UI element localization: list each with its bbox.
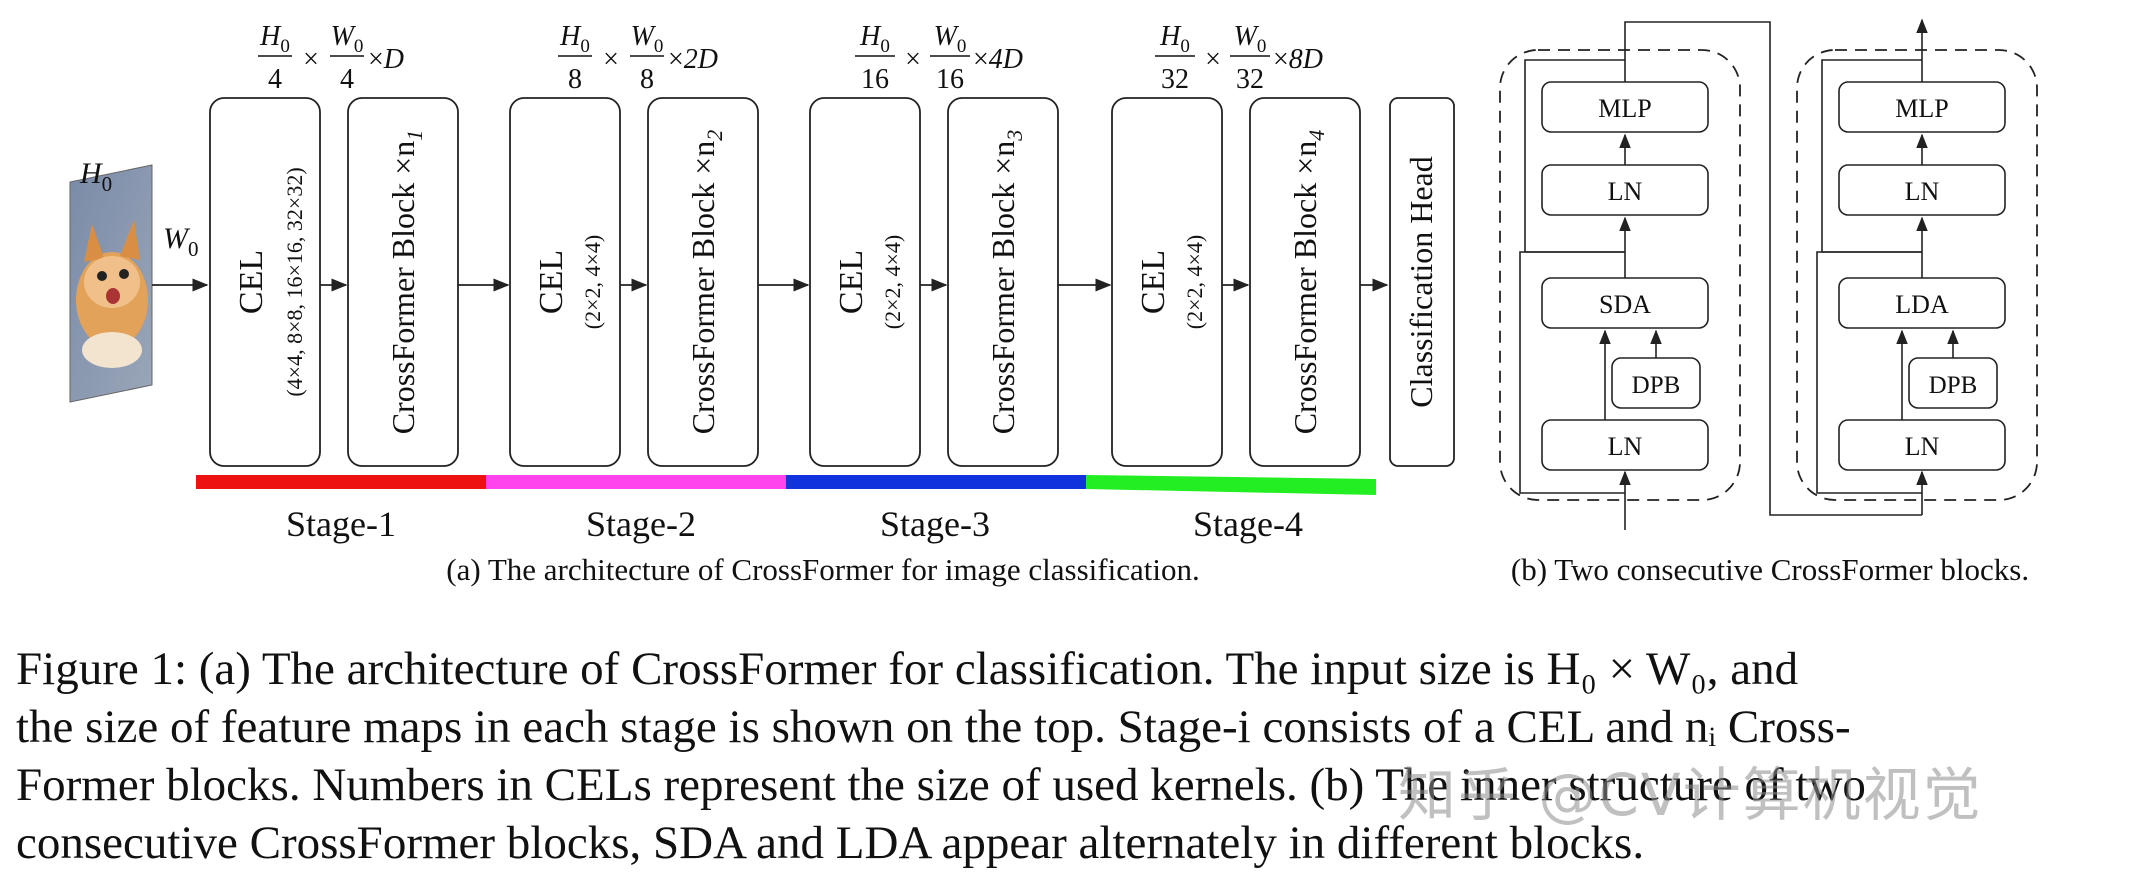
cat-photo-icon [69,164,153,403]
block-2-boundary [1796,49,2038,501]
ln-bottom-label: LN [1905,432,1940,461]
stage-3-bar [786,475,1086,489]
crossformer-block-lda: MLP LN LDA DPB LN [1796,18,2038,516]
size-w-symbol: W0 [1234,21,1267,57]
size-times: × [905,44,921,75]
cel-box [509,97,621,467]
cel-title: CEL [533,250,570,314]
figure-caption: Figure 1: (a) The architecture of CrossF… [16,640,2136,872]
size-h-symbol: H0 [859,21,890,57]
input-height-label: H0 [79,157,112,196]
size-h-denominator: 16 [861,64,889,95]
stage-1-bar [196,475,486,489]
size-channels: ×D [368,44,404,75]
crossformer-block-sda: MLP LN SDA DPB LN [1499,21,1820,530]
crossformer-block-box [647,97,759,467]
size-channels: ×4D [973,44,1023,75]
size-w-denominator: 8 [640,64,654,95]
cel-box [209,97,321,467]
size-label-stage-3: H0 16 × W0 16 ×4D [855,21,1023,95]
stage-1: CEL (4×4, 8×8, 16×16, 32×32) CrossFormer… [209,97,459,467]
subcaption-b: (b) Two consecutive CrossFormer blocks. [1511,552,2029,587]
crossformer-block-box [1249,97,1361,467]
cel-kernels: (2×2, 4×4) [1182,235,1207,329]
figure-canvas: H0 W0 H0 4 × W0 4 ×D H0 8 [69,18,2038,587]
crossformer-block-box [947,97,1059,467]
watermark: 知乎 @CV计算机视觉 [1398,761,1983,829]
cel-title: CEL [1135,250,1172,314]
stage-4-label: Stage-4 [1193,504,1303,544]
dpb-label: DPB [1632,372,1681,399]
input-width-label: W0 [163,222,199,261]
block-1-boundary [1499,49,1741,501]
lda-label: LDA [1895,290,1949,319]
dpb-label: DPB [1929,372,1978,399]
size-times: × [1205,44,1221,75]
ln-top-label: LN [1905,177,1940,206]
cel-title: CEL [833,250,870,314]
ln-top-label: LN [1608,177,1643,206]
size-label-stage-1: H0 4 × W0 4 ×D [258,21,404,95]
size-h-denominator: 4 [268,64,282,95]
crossformer-block-label: CrossFormer Block ×n2 [685,130,727,435]
classification-head-box [1389,97,1455,467]
sda-label: SDA [1599,290,1651,319]
size-w-denominator: 32 [1236,64,1264,95]
cel-kernels: (4×4, 8×8, 16×16, 32×32) [282,167,307,396]
size-w-symbol: W0 [934,21,967,57]
block-2-connections [1816,18,1959,516]
size-label-stage-4: H0 32 × W0 32 ×8D [1155,21,1323,95]
caption-line-4: consecutive CrossFormer blocks, SDA and … [16,817,1645,869]
stage-4: CEL (2×2, 4×4) CrossFormer Block ×n4 [1111,97,1361,467]
stage-4-bar [1086,475,1376,495]
size-channels: ×8D [1273,44,1323,75]
cel-box [1111,97,1223,467]
mlp-label: MLP [1598,94,1651,123]
stage-3-label: Stage-3 [880,504,990,544]
ln-bottom-label: LN [1608,432,1643,461]
ln-bottom-box [1838,419,2006,471]
size-h-symbol: H0 [259,21,290,57]
crossformer-block-box [347,97,459,467]
classification-head-label: Classification Head [1403,156,1439,407]
stage-bars [196,475,1376,495]
size-w-denominator: 4 [340,64,354,95]
architecture-diagram: H0 W0 H0 4 × W0 4 ×D H0 8 [69,21,1455,587]
caption-line-3: Former blocks. Numbers in CELs represent… [16,759,1866,811]
stage-2: CEL (2×2, 4×4) CrossFormer Block ×n2 [509,97,759,467]
size-w-denominator: 16 [936,64,964,95]
cel-box [809,97,921,467]
crossformer-block-label: CrossFormer Block ×n1 [385,130,427,435]
size-h-denominator: 8 [568,64,582,95]
stage-2-label: Stage-2 [586,504,696,544]
consecutive-blocks-diagram: MLP LN SDA DPB LN MLP [1499,18,2038,587]
block-1-connections [1519,21,1820,530]
size-channels: ×2D [668,44,718,75]
mlp-label: MLP [1895,94,1948,123]
caption-line-2: the size of feature maps in each stage i… [16,701,1851,753]
ln-bottom-box [1541,419,1709,471]
crossformer-block-label: CrossFormer Block ×n3 [985,130,1027,435]
subcaption-a: (a) The architecture of CrossFormer for … [446,552,1199,587]
classification-head: Classification Head [1389,97,1455,467]
size-label-stage-2: H0 8 × W0 8 ×2D [558,21,718,95]
cel-kernels: (2×2, 4×4) [580,235,605,329]
stage-3: CEL (2×2, 4×4) CrossFormer Block ×n3 [809,97,1059,467]
size-h-symbol: H0 [559,21,590,57]
caption-line-1: Figure 1: (a) The architecture of CrossF… [16,643,1799,695]
stage-1-label: Stage-1 [286,504,396,544]
size-h-symbol: H0 [1159,21,1190,57]
size-h-denominator: 32 [1161,64,1189,95]
crossformer-block-label: CrossFormer Block ×n4 [1287,130,1329,435]
cel-title: CEL [233,250,270,314]
size-times: × [303,44,319,75]
cel-kernels: (2×2, 4×4) [880,235,905,329]
size-w-symbol: W0 [331,21,364,57]
stage-2-bar [486,475,786,489]
size-w-symbol: W0 [631,21,664,57]
figure-1: H0 W0 H0 4 × W0 4 ×D H0 8 [69,18,2038,587]
size-times: × [603,44,619,75]
